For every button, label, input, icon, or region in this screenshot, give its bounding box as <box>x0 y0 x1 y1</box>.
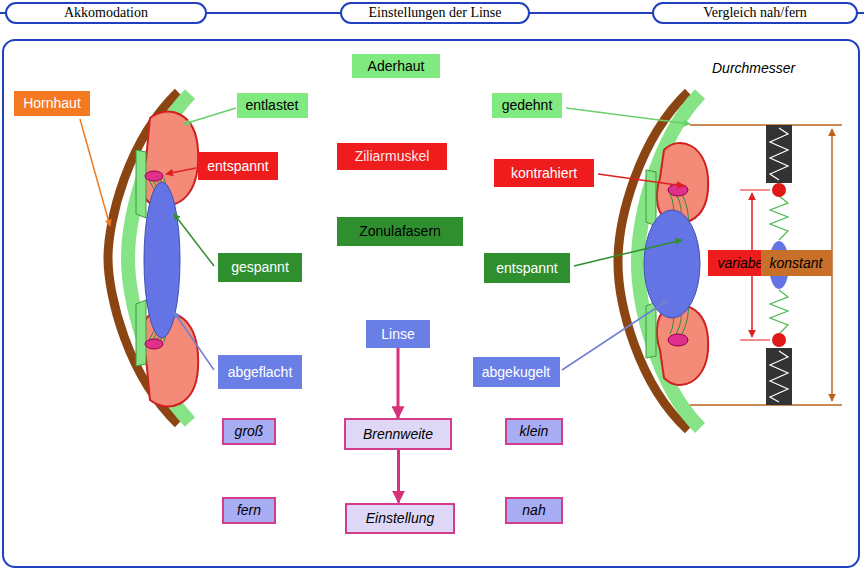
lens <box>144 182 180 338</box>
muscle-label: entspannt <box>198 152 278 180</box>
organ-label: Hornhaut <box>14 91 90 116</box>
ciliary-muscle <box>145 171 163 181</box>
node-text: klein <box>520 423 549 439</box>
node-text: Einstellung <box>366 510 435 526</box>
node-text: entspannt <box>207 158 269 174</box>
leader-line <box>174 312 214 370</box>
node-text: Einstellungen der Linse <box>369 5 502 21</box>
category-label: Ziliarmuskel <box>337 143 447 170</box>
ciliary-muscle <box>145 339 163 349</box>
muscle-dot <box>772 333 786 347</box>
leader-line <box>562 300 668 370</box>
spring <box>770 351 788 402</box>
flow-arrow <box>397 348 400 418</box>
lens-label: abgeflacht <box>218 355 302 389</box>
node-text: Brennweite <box>363 426 433 442</box>
iris <box>136 150 146 218</box>
content-panel <box>3 40 859 567</box>
fiber-label: gespannt <box>218 253 302 282</box>
zonula-spring <box>770 196 788 240</box>
node-text: nah <box>522 502 545 518</box>
node-text: abgeflacht <box>228 364 293 380</box>
node-text: Akkomodation <box>64 5 148 21</box>
node-text: entspannt <box>496 260 558 276</box>
leader-lines <box>80 108 690 370</box>
lens <box>644 210 700 318</box>
muscle-dot <box>772 183 786 197</box>
node-text: Vergleich nah/fern <box>703 5 807 21</box>
category-label: Zonulafasern <box>337 217 463 246</box>
leader-line <box>184 108 236 124</box>
tissue-label: gedehnt <box>492 93 562 118</box>
zonula-spring <box>770 290 788 334</box>
fixed-block <box>766 125 792 183</box>
tab: Akkomodation <box>5 2 207 24</box>
node-text: groß <box>235 423 264 439</box>
leader-line <box>166 168 196 174</box>
node-text: gedehnt <box>502 97 553 113</box>
muscle-label: kontrahiert <box>494 159 594 187</box>
node-text: abgekugelt <box>482 364 551 380</box>
result-box: nah <box>505 497 563 524</box>
leader-line <box>574 240 682 266</box>
flow-arrow <box>397 450 400 503</box>
node-text: Linse <box>381 326 414 342</box>
tab: Vergleich nah/fern <box>652 2 858 24</box>
lens-label: abgekugelt <box>473 357 560 387</box>
node-text: konstant <box>770 255 823 271</box>
category-label: Aderhaut <box>352 54 440 78</box>
spring <box>770 128 788 180</box>
dimension-line <box>740 190 770 191</box>
dimension-title: Durchmesser <box>712 60 795 76</box>
dimension-line <box>740 340 770 341</box>
node-text: Hornhaut <box>23 95 81 111</box>
left-eye <box>108 92 198 424</box>
leader-line <box>598 174 684 186</box>
result-box: Einstellung <box>345 503 455 534</box>
diameter-schematic <box>690 125 842 405</box>
dimension-box: konstant <box>761 250 832 276</box>
node-text: fern <box>237 502 261 518</box>
node-text: kontrahiert <box>511 165 577 181</box>
result-box: fern <box>222 497 276 524</box>
node-text: gespannt <box>231 259 289 275</box>
tissue-label: entlastet <box>237 93 308 118</box>
ciliary-muscle <box>668 334 688 346</box>
tab: Einstellungen der Linse <box>340 2 530 24</box>
category-label: Linse <box>366 320 430 348</box>
node-text: Ziliarmuskel <box>355 148 430 164</box>
result-box: groß <box>222 418 276 445</box>
fixed-block <box>766 348 792 405</box>
result-box: klein <box>505 418 563 445</box>
leader-line <box>80 119 110 226</box>
node-text: entlastet <box>246 97 299 113</box>
node-text: Zonulafasern <box>359 223 441 239</box>
right-eye <box>618 92 708 430</box>
leader-line <box>566 108 690 124</box>
node-text: Aderhaut <box>368 58 425 74</box>
leader-line <box>174 214 214 266</box>
fiber-label: entspannt <box>484 253 570 283</box>
node-text: variabel <box>717 255 766 271</box>
iris <box>136 300 146 366</box>
result-box: Brennweite <box>344 418 452 450</box>
ciliary-body <box>657 305 708 385</box>
iris <box>646 170 656 226</box>
